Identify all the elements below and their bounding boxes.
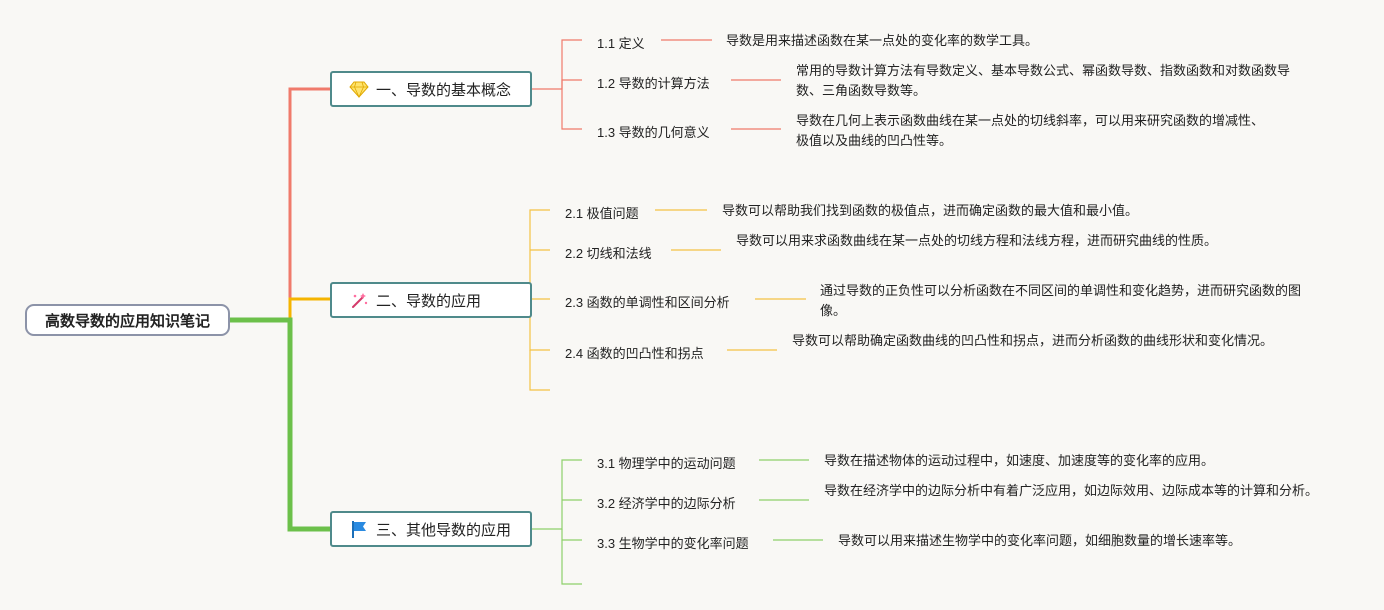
subtopic-3-2[interactable]: 3.2 经济学中的边际分析 (597, 496, 736, 511)
subtopic-1-3[interactable]: 1.3 导数的几何意义 (597, 125, 710, 140)
description-1-3: 导数在几何上表示函数曲线在某一点处的切线斜率，可以用来研究函数的增减性、极值以及… (796, 113, 1265, 148)
flag-icon (348, 518, 370, 540)
subtopic-3-3[interactable]: 3.3 生物学中的变化率问题 (597, 536, 749, 551)
subtopic-2-4[interactable]: 2.4 函数的凹凸性和拐点 (565, 346, 704, 361)
subtopic-2-3[interactable]: 2.3 函数的单调性和区间分析 (565, 295, 730, 310)
description-1-1: 导数是用来描述函数在某一点处的变化率的数学工具。 (726, 33, 1039, 48)
description-2-2: 导数可以用来求函数曲线在某一点处的切线方程和法线方程，进而研究曲线的性质。 (736, 233, 1218, 248)
subtopic-2-1[interactable]: 2.1 极值问题 (565, 206, 639, 221)
description-2-1: 导数可以帮助我们找到函数的极值点，进而确定函数的最大值和最小值。 (722, 203, 1139, 218)
subtopic-1-1[interactable]: 1.1 定义 (597, 36, 645, 51)
subtopic-2-2[interactable]: 2.2 切线和法线 (565, 246, 652, 261)
root-link-3 (230, 317, 330, 532)
description-3-1: 导数在描述物体的运动过程中，如速度、加速度等的变化率的应用。 (824, 453, 1215, 468)
branch-topic-1[interactable]: 一、导数的基本概念 (330, 71, 532, 107)
description-1-2: 常用的导数计算方法有导数定义、基本导数公式、幂函数导数、指数函数和对数函数导数、… (796, 63, 1291, 98)
root-topic[interactable]: 高数导数的应用知识笔记 (25, 304, 230, 336)
branch-3-links (532, 459, 823, 585)
description-2-4: 导数可以帮助确定函数曲线的凹凸性和拐点，进而分析函数的曲线形状和变化情况。 (792, 333, 1274, 348)
branch-1-links (532, 39, 781, 130)
root-title: 高数导数的应用知识笔记 (44, 312, 210, 330)
root-link-2 (230, 297, 330, 322)
branch-title-2: 二、导数的应用 (376, 292, 482, 310)
branch-topic-3[interactable]: 三、其他导数的应用 (330, 511, 532, 547)
subtopic-1-2[interactable]: 1.2 导数的计算方法 (597, 76, 710, 91)
branch-title-3: 三、其他导数的应用 (376, 521, 512, 539)
description-3-2: 导数在经济学中的边际分析中有着广泛应用，如边际效用、边际成本等的计算和分析。 (824, 483, 1319, 498)
branch-topic-2[interactable]: 二、导数的应用 (330, 282, 532, 318)
magic-wand-icon (348, 289, 370, 311)
branch-title-1: 一、导数的基本概念 (376, 81, 512, 99)
branch-2-links (529, 209, 806, 391)
description-2-3: 通过导数的正负性可以分析函数在不同区间的单调性和变化趋势，进而研究函数的图像。 (820, 283, 1302, 318)
root-link-1 (230, 87, 330, 322)
subtopic-3-1[interactable]: 3.1 物理学中的运动问题 (597, 456, 736, 471)
gem-icon (348, 78, 370, 100)
description-3-3: 导数可以用来描述生物学中的变化率问题，如细胞数量的增长速率等。 (838, 533, 1242, 548)
